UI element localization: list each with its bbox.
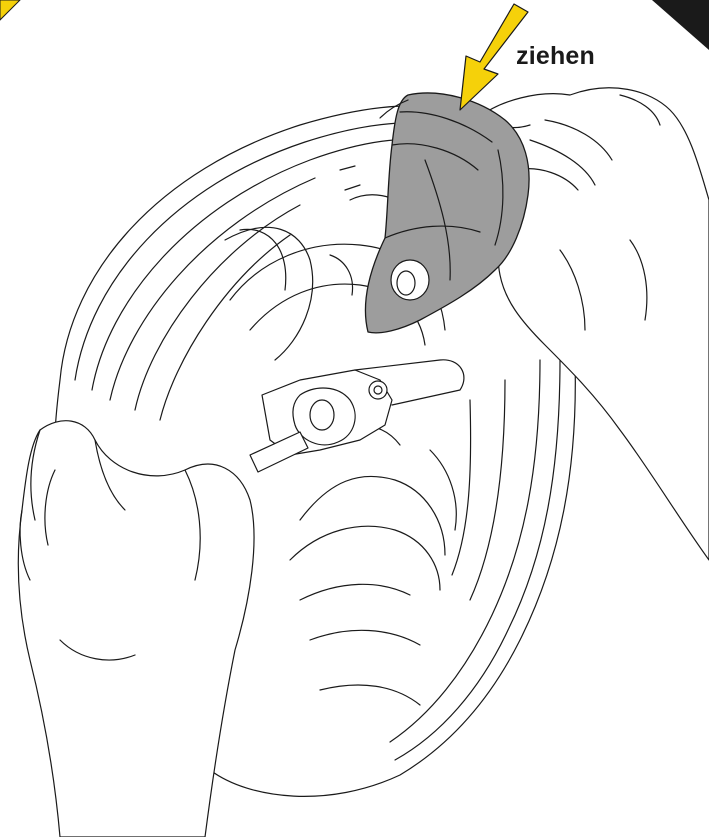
pull-instruction-label: ziehen (516, 42, 595, 71)
corner-yellow-tab (0, 0, 20, 20)
corner-black-tab (652, 0, 709, 50)
